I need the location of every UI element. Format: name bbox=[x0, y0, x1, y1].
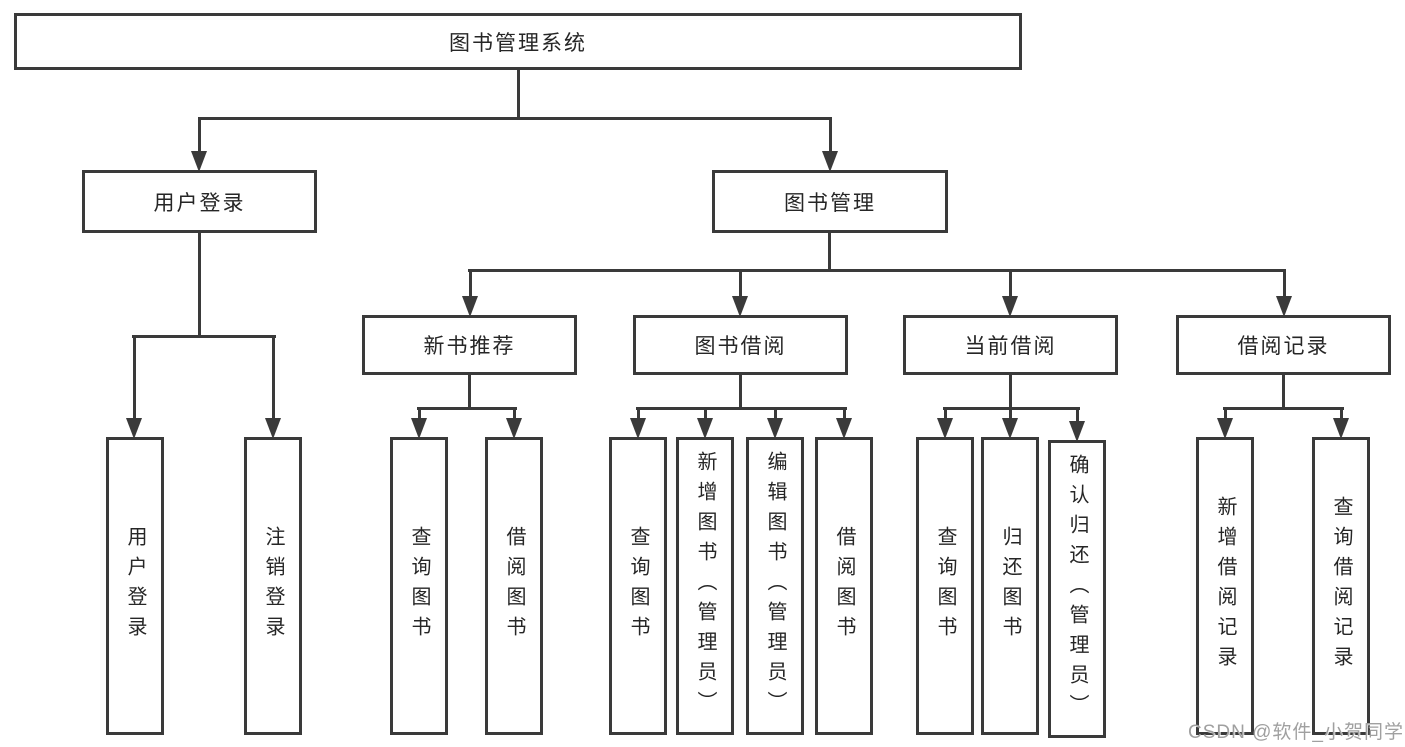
leaf-borrow-books-recommend: 借阅图书 bbox=[485, 437, 543, 735]
connector-new-book-recommend-rail bbox=[417, 407, 517, 410]
node-book-management-label: 图书管理 bbox=[784, 191, 876, 215]
node-new-book-recommend: 新书推荐 bbox=[362, 315, 577, 375]
leaf-query-borrow-record-label: 查询借阅记录 bbox=[1330, 496, 1352, 676]
leaf-confirm-return-admin: 确认归还（管理员） bbox=[1048, 440, 1106, 738]
leaf-query-books-current: 查询图书 bbox=[916, 437, 974, 735]
arrow-down-leaf bbox=[836, 407, 852, 439]
leaf-query-books-current-label: 查询图书 bbox=[934, 526, 956, 646]
arrow-down-leaf bbox=[1069, 407, 1085, 442]
leaf-logout-label: 注销登录 bbox=[262, 526, 284, 646]
arrow-down-leaf bbox=[1217, 407, 1233, 439]
leaf-user-login: 用户登录 bbox=[106, 437, 164, 735]
leaf-query-books-recommend: 查询图书 bbox=[390, 437, 448, 735]
leaf-add-borrow-record: 新增借阅记录 bbox=[1196, 437, 1254, 735]
leaf-return-books: 归还图书 bbox=[981, 437, 1039, 735]
leaf-add-book-admin-label: 新增图书（管理员） bbox=[694, 451, 716, 721]
leaf-confirm-return-admin-label: 确认归还（管理员） bbox=[1066, 454, 1088, 724]
arrow-down-leaf bbox=[411, 407, 427, 439]
arrow-down-leaf bbox=[937, 407, 953, 439]
connector-book-borrowing-stem bbox=[739, 375, 742, 410]
arrow-down-to-user-login bbox=[191, 117, 207, 172]
arrow-down-to-borrow-records bbox=[1276, 269, 1292, 317]
arrow-down-leaf bbox=[1002, 407, 1018, 439]
arrow-down-leaf bbox=[767, 407, 783, 439]
node-current-borrowing: 当前借阅 bbox=[903, 315, 1118, 375]
arrow-down-leaf bbox=[1333, 407, 1349, 439]
arrow-down-to-leaf-logout bbox=[265, 335, 281, 439]
arrow-down-to-book-borrowing bbox=[732, 269, 748, 317]
node-new-book-recommend-label: 新书推荐 bbox=[423, 335, 516, 358]
node-library-system-label: 图书管理系统 bbox=[449, 31, 587, 55]
arrow-down-to-leaf-user-login bbox=[126, 335, 142, 439]
connector-current-borrowing-stem bbox=[1009, 375, 1012, 410]
leaf-add-book-admin: 新增图书（管理员） bbox=[676, 437, 734, 735]
node-current-borrowing-label: 当前借阅 bbox=[964, 335, 1057, 358]
connector-root-rail bbox=[198, 117, 831, 120]
connector-new-book-recommend-stem bbox=[468, 375, 471, 410]
node-borrow-records: 借阅记录 bbox=[1176, 315, 1391, 375]
leaf-borrow-books-label: 借阅图书 bbox=[833, 526, 855, 646]
arrow-down-leaf bbox=[697, 407, 713, 439]
node-borrow-records-label: 借阅记录 bbox=[1237, 335, 1330, 358]
arrow-down-to-current-borrowing bbox=[1002, 269, 1018, 317]
node-book-borrowing-label: 图书借阅 bbox=[694, 335, 787, 358]
watermark: CSDN @软件_小贺同学 bbox=[1188, 722, 1404, 743]
node-book-management: 图书管理 bbox=[712, 170, 948, 233]
arrow-down-leaf bbox=[506, 407, 522, 439]
connector-user-login-stem bbox=[198, 233, 201, 337]
leaf-add-borrow-record-label: 新增借阅记录 bbox=[1214, 496, 1236, 676]
arrow-down-to-new-book-recommend bbox=[462, 269, 478, 317]
leaf-user-login-label: 用户登录 bbox=[124, 526, 146, 646]
connector-book-management-rail bbox=[468, 269, 1286, 272]
leaf-logout: 注销登录 bbox=[244, 437, 302, 735]
connector-root-stem bbox=[516, 70, 520, 118]
leaf-query-books-recommend-label: 查询图书 bbox=[408, 526, 430, 646]
node-book-borrowing: 图书借阅 bbox=[633, 315, 848, 375]
leaf-borrow-books-recommend-label: 借阅图书 bbox=[503, 526, 525, 646]
leaf-borrow-books: 借阅图书 bbox=[815, 437, 873, 735]
connector-current-borrowing-rail bbox=[943, 407, 1080, 410]
leaf-query-borrow-record: 查询借阅记录 bbox=[1312, 437, 1370, 735]
connector-book-management-stem bbox=[828, 233, 831, 272]
leaf-query-books-borrowing: 查询图书 bbox=[609, 437, 667, 735]
node-user-login-label: 用户登录 bbox=[153, 191, 246, 215]
connector-book-borrowing-rail bbox=[636, 407, 847, 410]
connector-borrow-records-rail bbox=[1223, 407, 1344, 410]
leaf-query-books-borrowing-label: 查询图书 bbox=[627, 526, 649, 646]
arrow-down-leaf bbox=[630, 407, 646, 439]
arrow-down-to-book-management bbox=[822, 117, 838, 172]
node-user-login: 用户登录 bbox=[82, 170, 317, 233]
connector-user-login-rail bbox=[132, 335, 276, 338]
leaf-edit-book-admin: 编辑图书（管理员） bbox=[746, 437, 804, 735]
connector-borrow-records-stem bbox=[1282, 375, 1285, 410]
leaf-return-books-label: 归还图书 bbox=[999, 526, 1021, 646]
leaf-edit-book-admin-label: 编辑图书（管理员） bbox=[764, 451, 786, 721]
node-library-system: 图书管理系统 bbox=[14, 13, 1022, 70]
